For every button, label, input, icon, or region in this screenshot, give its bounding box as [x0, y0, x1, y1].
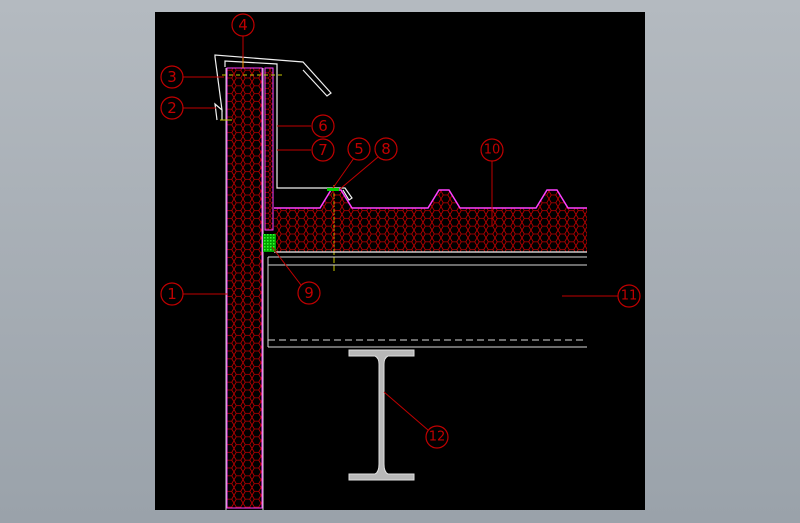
roof-sandwich-panel: [274, 189, 587, 253]
callout-1: 1: [160, 282, 184, 306]
callout-9: 9: [297, 281, 321, 305]
callout-7: 7: [311, 138, 335, 162]
cad-drawing-canvas[interactable]: 1 2 3 4 5 6 7 8 9 10 11 12: [155, 12, 645, 510]
svg-text:3: 3: [167, 68, 177, 86]
callout-12: 12: [425, 425, 449, 449]
callout-8: 8: [374, 137, 398, 161]
svg-text:5: 5: [354, 140, 364, 158]
callout-5: 5: [347, 137, 371, 161]
svg-text:10: 10: [484, 143, 501, 158]
purlin: [267, 256, 587, 348]
inner-flashing: [224, 60, 353, 201]
ridge-sealant: [327, 188, 339, 191]
svg-text:6: 6: [318, 117, 328, 135]
svg-text:9: 9: [304, 284, 314, 302]
callout-3: 3: [160, 65, 184, 89]
wall-sandwich-panel: [225, 67, 264, 510]
callout-11: 11: [617, 284, 641, 308]
callout-10: 10: [480, 138, 504, 162]
callout-2: 2: [160, 96, 184, 120]
callout-4: 4: [231, 13, 255, 37]
steel-i-beam: [348, 349, 415, 481]
svg-text:7: 7: [318, 141, 328, 159]
callout-6: 6: [311, 114, 335, 138]
leader-lines: [183, 36, 618, 431]
svg-text:2: 2: [167, 99, 177, 117]
svg-text:4: 4: [238, 16, 248, 34]
svg-text:11: 11: [621, 289, 638, 304]
parapet-inner-panel: [264, 67, 274, 231]
svg-text:8: 8: [381, 140, 391, 158]
svg-text:12: 12: [429, 430, 446, 445]
cap-flashing: [214, 54, 332, 121]
svg-text:1: 1: [167, 285, 177, 303]
